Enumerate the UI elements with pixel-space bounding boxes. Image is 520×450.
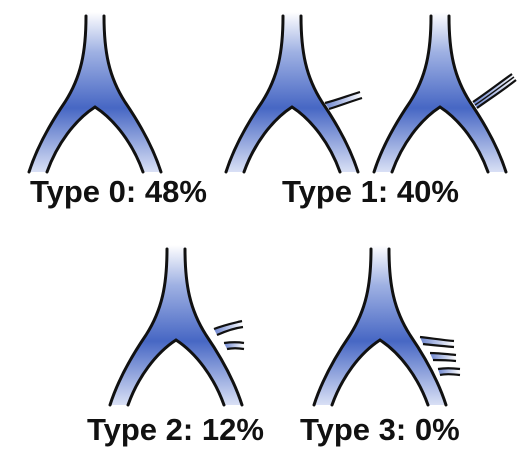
caption-type-2: Type 2: 12% [87, 414, 264, 445]
side-branch [438, 368, 460, 375]
vessel-type-1b [374, 12, 516, 172]
side-branch [473, 74, 516, 108]
vessel-type-2 [110, 245, 244, 405]
side-branch [214, 321, 243, 335]
side-branch [420, 337, 454, 347]
vessel-type-3 [314, 245, 460, 405]
caption-type-1: Type 1: 40% [282, 176, 459, 207]
caption-type-0: Type 0: 48% [30, 176, 207, 207]
side-branch [430, 353, 456, 361]
side-branch [325, 92, 362, 109]
side-branch [224, 342, 244, 349]
caption-type-3: Type 3: 0% [300, 414, 460, 445]
vessel-type-1a [226, 12, 362, 172]
vessel-type-0 [29, 12, 161, 172]
